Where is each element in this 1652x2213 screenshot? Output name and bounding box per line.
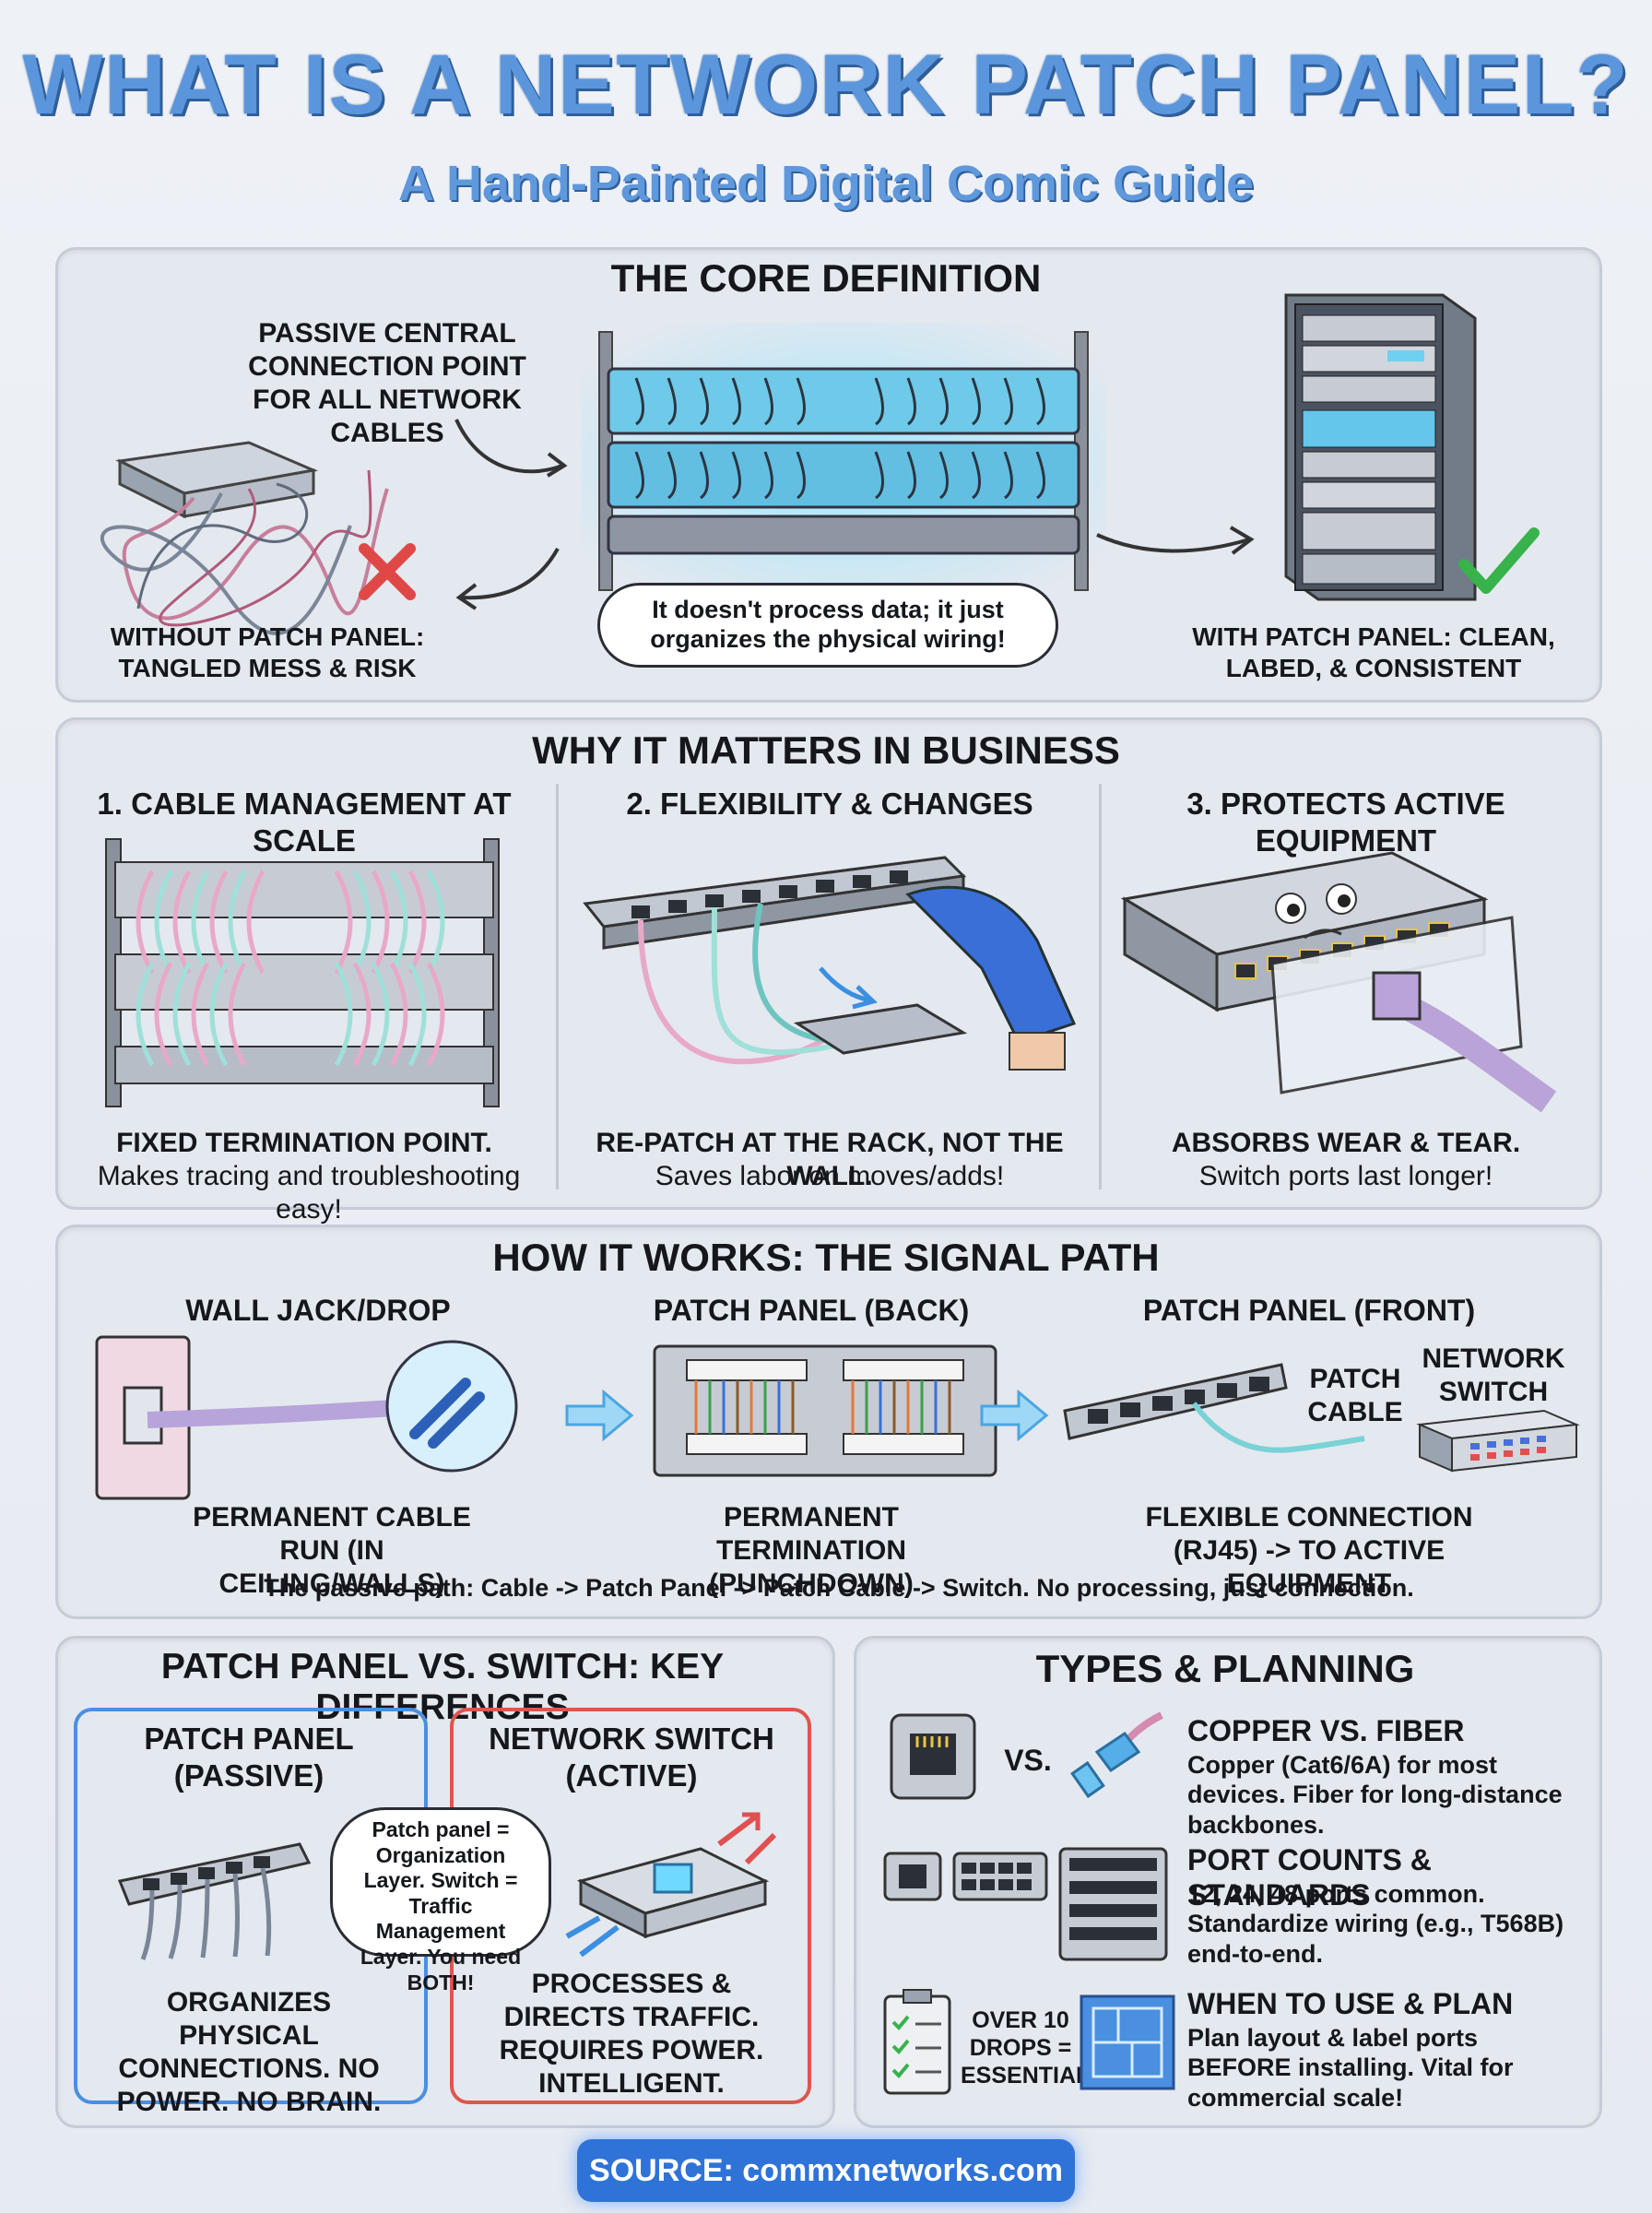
types-item-title: PORT COUNTS & STANDARDS xyxy=(1187,1843,1432,1912)
check-icon xyxy=(1458,527,1540,594)
core-heading: THE CORE DEFINITION xyxy=(610,256,1042,300)
floor-plan-icon xyxy=(1080,1994,1175,2090)
wall-jack-illustration xyxy=(95,1335,518,1500)
business-item-title: 3. PROTECTS ACTIVE EQUIPMENT xyxy=(1186,787,1505,858)
cross-icon xyxy=(359,543,416,600)
types-item-text: Plan layout & label ports BEFORE install… xyxy=(1187,2024,1514,2112)
arrow-right-icon xyxy=(980,1389,1049,1442)
signal-step-caption: PERMANENT CABLE RUN (IN CEILING/WALLS) xyxy=(193,1502,471,1599)
arrow-icon xyxy=(454,419,568,478)
repatch-illustration xyxy=(583,856,1077,1071)
copper-jack-icon xyxy=(890,1713,976,1800)
signal-footer: The passive path: Cable -> Patch Panel -… xyxy=(264,1574,1414,1602)
patch-panel-caption: ORGANIZES PHYSICAL CONNECTIONS. NO POWER… xyxy=(116,1987,382,2117)
signal-step-label: PATCH PANEL (BACK) xyxy=(653,1294,970,1327)
types-item-text: 12, 24, 48 ports common. Standardize wir… xyxy=(1187,1880,1564,1968)
checklist-icon xyxy=(883,1989,951,2095)
switch-title: NETWORK SWITCH (ACTIVE) xyxy=(489,1722,774,1793)
patch-panel-front-illustration xyxy=(1063,1363,1365,1453)
active-switch-illustration xyxy=(565,1812,777,1958)
patch-cable-label: PATCH CABLE xyxy=(1307,1364,1403,1427)
business-item-sub: Switch ports last longer! xyxy=(1198,1161,1493,1191)
vs-heading: PATCH PANEL VS. SWITCH: KEY DIFFERENCES xyxy=(160,1647,725,1727)
signal-step-label: WALL JACK/DROP xyxy=(185,1294,451,1327)
fiber-connector-icon xyxy=(1070,1711,1163,1799)
source-badge[interactable]: SOURCE: commxnetworks.com xyxy=(577,2139,1075,2202)
signal-heading: HOW IT WORKS: THE SIGNAL PATH xyxy=(492,1236,1160,1279)
without-patch-panel-text: WITHOUT PATCH PANEL: TANGLED MESS & RISK xyxy=(110,622,425,682)
arrow-icon xyxy=(455,548,560,610)
vs-label: VS. xyxy=(1004,1744,1052,1777)
with-patch-panel-text: WITH PATCH PANEL: CLEAN, LABED, & CONSIS… xyxy=(1192,622,1555,682)
switch-caption: PROCESSES & DIRECTS TRAFFIC. REQUIRES PO… xyxy=(499,1969,764,2099)
protected-switch-illustration xyxy=(1120,851,1557,1113)
types-item-title: COPPER VS. FIBER xyxy=(1187,1714,1465,1747)
cable-management-rack-illustration xyxy=(105,838,500,1107)
types-item-text: Copper (Cat6/6A) for most devices. Fiber… xyxy=(1187,1751,1563,1839)
drops-label: OVER 10 DROPS = ESSENTIAL xyxy=(961,2007,1091,2089)
page-subtitle: A Hand-Painted Digital Comic Guide xyxy=(397,156,1255,211)
arrow-right-icon xyxy=(565,1389,634,1442)
page-title: WHAT IS A NETWORK PATCH PANEL? xyxy=(22,38,1630,132)
divider xyxy=(556,784,559,1189)
tangled-cables-illustration xyxy=(100,441,389,635)
business-item-title: 2. FLEXIBILITY & CHANGES xyxy=(626,787,1033,821)
punchdown-panel-illustration xyxy=(653,1344,997,1477)
network-switch-illustration xyxy=(1416,1409,1580,1473)
business-item-title: 1. CABLE MANAGEMENT AT SCALE xyxy=(97,787,512,858)
signal-step-caption: PERMANENT TERMINATION (PUNCHDOWN) xyxy=(709,1502,914,1599)
divider xyxy=(1099,784,1102,1189)
types-heading: TYPES & PLANNING xyxy=(1035,1647,1415,1690)
business-heading: WHY IT MATTERS IN BUSINESS xyxy=(532,728,1120,772)
network-switch-label: NETWORK SWITCH xyxy=(1422,1343,1565,1407)
business-item-sub: Makes tracing and troubleshooting easy! xyxy=(97,1161,521,1225)
core-definition-text: PASSIVE CENTRAL CONNECTION POINT FOR ALL… xyxy=(248,318,526,448)
types-item-title: WHEN TO USE & PLAN xyxy=(1187,1987,1514,2020)
patch-panel-title: PATCH PANEL (PASSIVE) xyxy=(144,1722,354,1793)
vs-speech-bubble: Patch panel = Organization Layer. Switch… xyxy=(330,1807,551,1994)
business-item-caption: FIXED TERMINATION POINT. xyxy=(116,1128,492,1158)
port-count-icons xyxy=(883,1847,1168,1961)
signal-step-label: PATCH PANEL (FRONT) xyxy=(1142,1294,1476,1327)
core-speech-bubble: It doesn't process data; it just organiz… xyxy=(597,583,1058,668)
business-item-caption: RE-PATCH AT THE RACK, NOT THE WALL. xyxy=(596,1128,1064,1191)
passive-patch-panel-illustration xyxy=(117,1842,312,1960)
server-rack-illustration xyxy=(1284,293,1477,601)
business-item-sub: Saves labor on moves/adds! xyxy=(655,1161,1005,1191)
signal-step-caption: FLEXIBLE CONNECTION (RJ45) -> TO ACTIVE … xyxy=(1145,1502,1473,1599)
business-item-caption: ABSORBS WEAR & TEAR. xyxy=(1171,1128,1521,1158)
arrow-icon xyxy=(1096,526,1255,555)
glowing-patch-panel-illustration xyxy=(581,323,1106,599)
